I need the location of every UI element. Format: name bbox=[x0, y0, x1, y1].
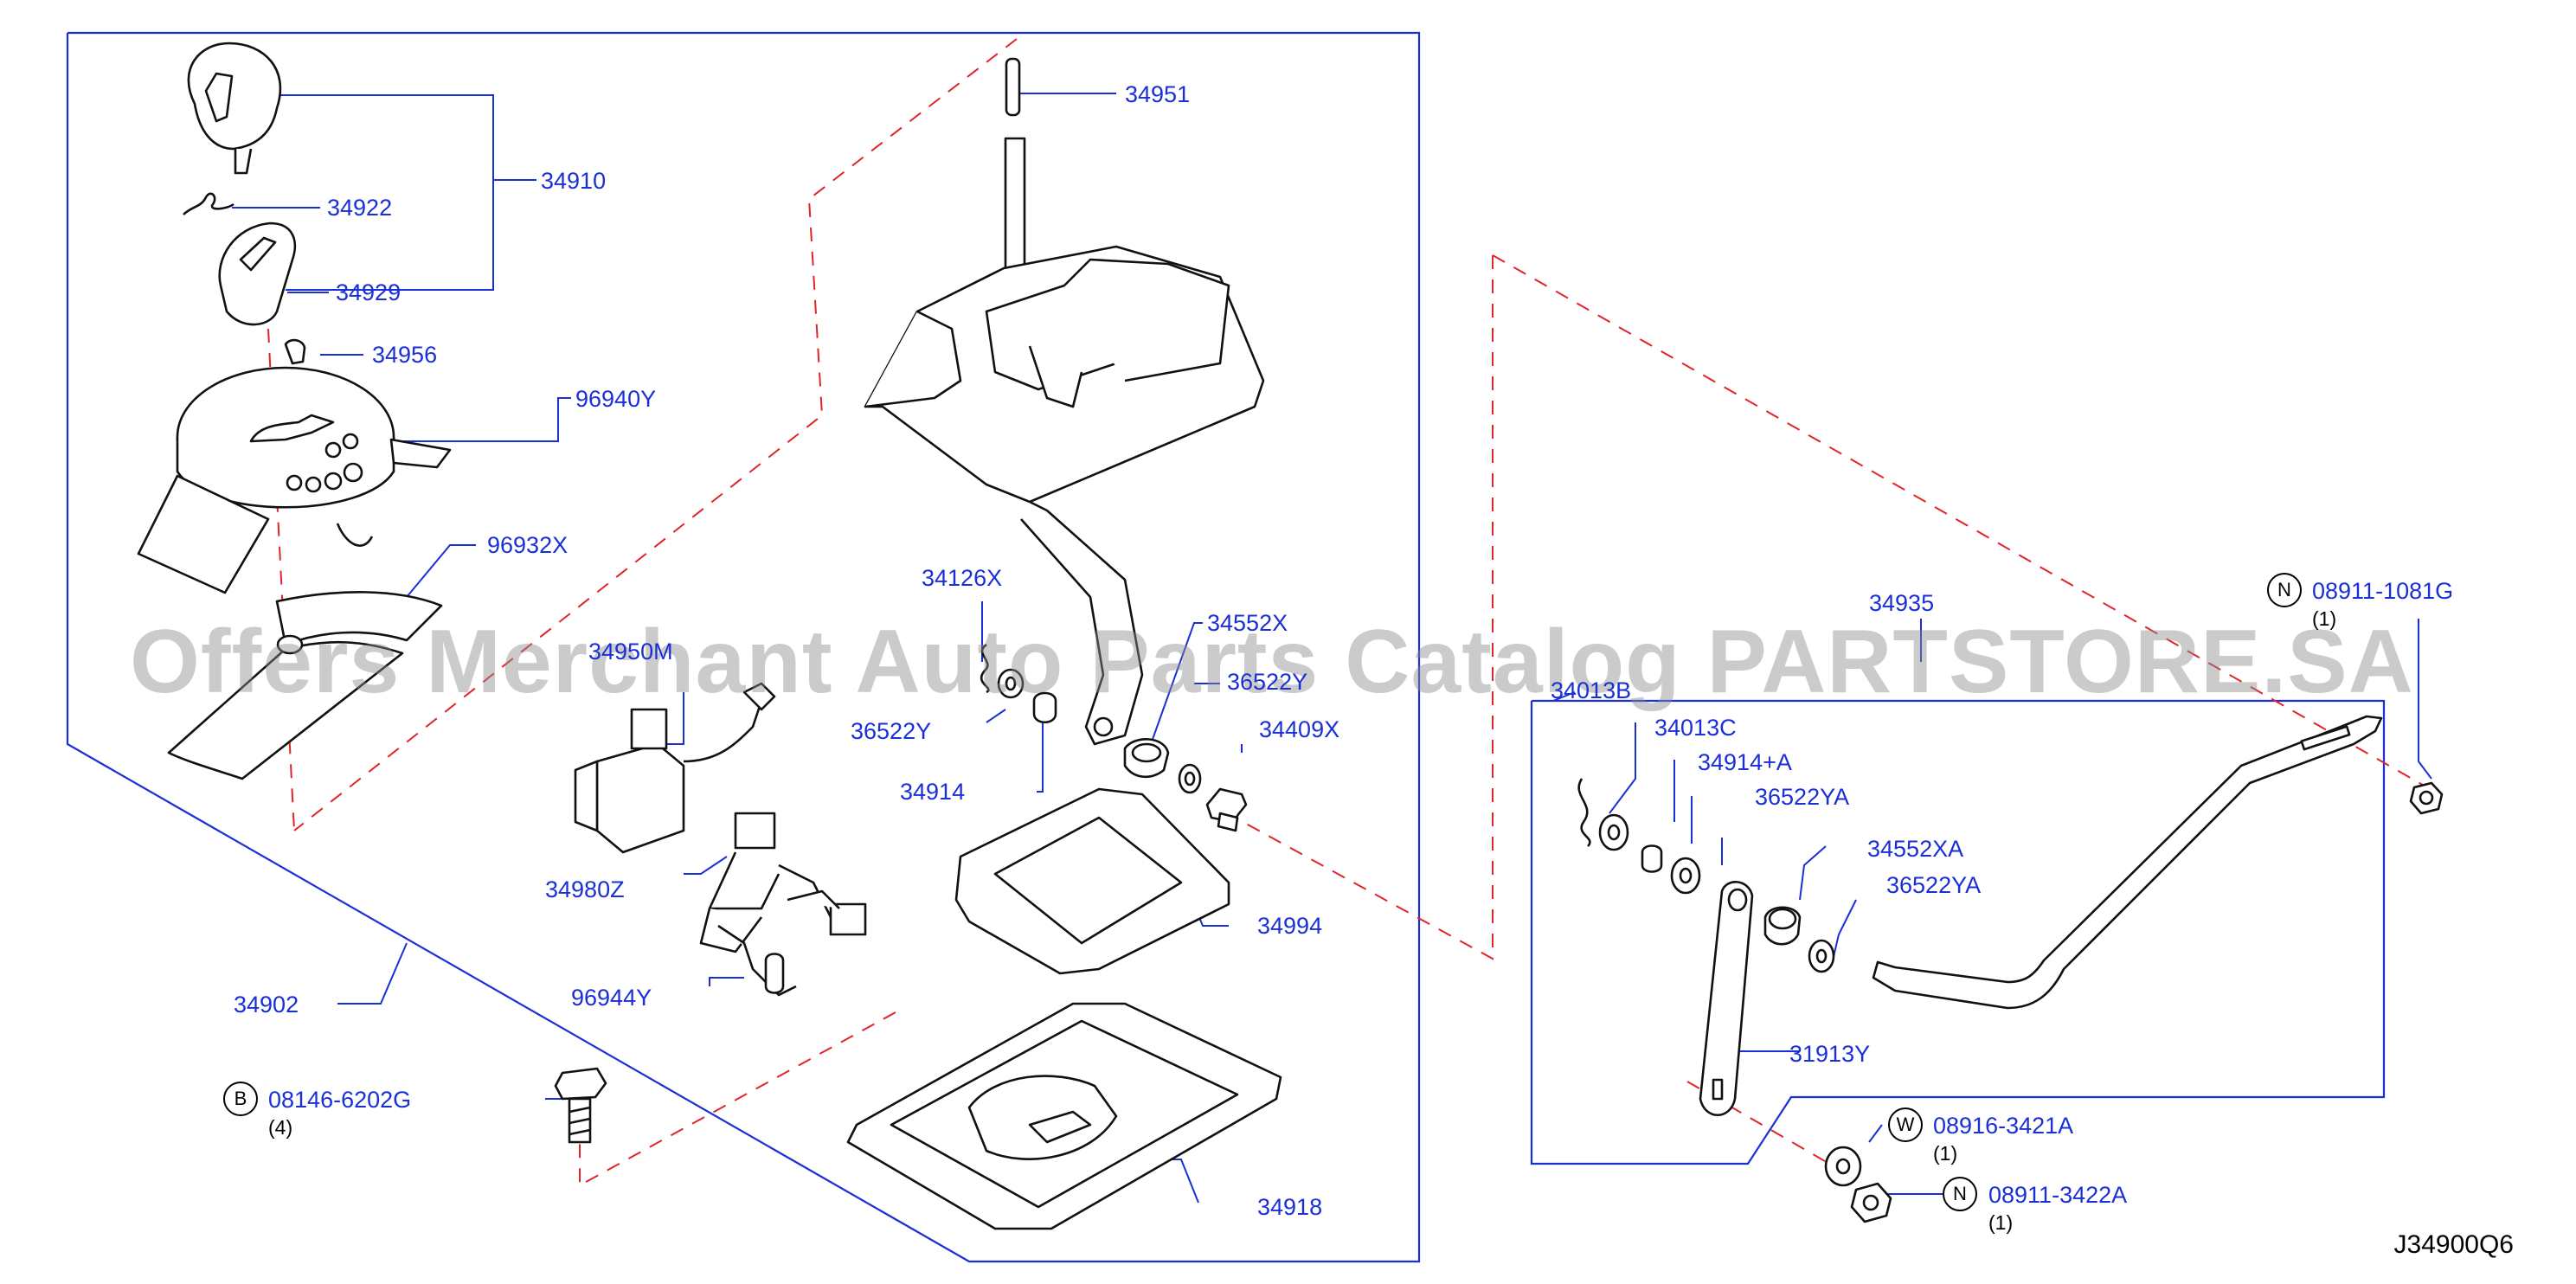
badge-w-08916-3421a: W bbox=[1888, 1107, 1923, 1142]
knob-cover bbox=[218, 221, 297, 326]
label-36522Y-left[interactable]: 36522Y bbox=[851, 718, 932, 744]
label-96944Y[interactable]: 96944Y bbox=[571, 985, 652, 1011]
rod-34935 bbox=[1872, 715, 2383, 1010]
washer-34013C bbox=[1598, 813, 1629, 851]
washer-36522Y-right bbox=[1178, 763, 1202, 794]
washer-36522YA-1 bbox=[1670, 857, 1701, 895]
qty-08146-6202G: (4) bbox=[268, 1116, 293, 1139]
label-34552X[interactable]: 34552X bbox=[1207, 610, 1288, 636]
indicator-panel bbox=[137, 366, 452, 594]
badge-n-08911-3422a: N bbox=[1943, 1177, 1977, 1211]
label-34922[interactable]: 34922 bbox=[327, 195, 393, 221]
label-96940Y[interactable]: 96940Y bbox=[575, 386, 657, 412]
phantom-line-1 bbox=[293, 38, 1018, 831]
leader-lines bbox=[212, 93, 2432, 1204]
label-34902[interactable]: 34902 bbox=[234, 992, 299, 1018]
label-34552XA[interactable]: 34552XA bbox=[1867, 836, 1964, 862]
qty-08916-3421A: (1) bbox=[1933, 1142, 1958, 1165]
shift-knob bbox=[187, 42, 282, 175]
label-36522YA-1[interactable]: 36522YA bbox=[1755, 784, 1850, 810]
badge-b-08146-6202g: B bbox=[223, 1082, 258, 1116]
label-34956[interactable]: 34956 bbox=[372, 342, 438, 368]
label-36522YA-2[interactable]: 36522YA bbox=[1886, 872, 1982, 898]
clip-96944Y bbox=[764, 953, 785, 994]
pin-34951 bbox=[1005, 57, 1021, 117]
harness-34980Z bbox=[699, 812, 867, 997]
badge-n-08911-1081g: N bbox=[2267, 573, 2302, 607]
label-34980Z[interactable]: 34980Z bbox=[545, 876, 625, 902]
nut-08911-3422A bbox=[1850, 1182, 1892, 1223]
lever-31913Y bbox=[1699, 881, 1754, 1116]
label-34914[interactable]: 34914 bbox=[900, 779, 966, 805]
collar-34914 bbox=[1032, 691, 1057, 724]
collar-34914A bbox=[1641, 844, 1663, 873]
phantom-line-4 bbox=[579, 1011, 896, 1187]
label-31913Y[interactable]: 31913Y bbox=[1789, 1041, 1871, 1067]
qty-08911-3422A: (1) bbox=[1988, 1211, 2014, 1234]
phantom-line-2 bbox=[1211, 255, 1494, 960]
label-34126X[interactable]: 34126X bbox=[922, 565, 1003, 591]
phantom-line-3 bbox=[1492, 254, 2428, 788]
bushing-34552X bbox=[1123, 738, 1170, 778]
label-34013C[interactable]: 34013C bbox=[1654, 715, 1737, 741]
finisher-panel bbox=[167, 591, 443, 780]
clip-34126X bbox=[980, 643, 990, 694]
seal-gasket bbox=[954, 787, 1230, 975]
label-34935[interactable]: 34935 bbox=[1869, 590, 1935, 616]
assembly-frame-right bbox=[1530, 699, 2386, 1165]
label-08146-6202G[interactable]: 08146-6202G bbox=[268, 1087, 412, 1113]
label-34950M[interactable]: 34950M bbox=[588, 639, 673, 664]
label-34910[interactable]: 34910 bbox=[541, 168, 607, 194]
pin-34013B bbox=[1577, 778, 1591, 847]
bolt-08146 bbox=[554, 1067, 607, 1144]
assembly-frame-left bbox=[66, 31, 1421, 1263]
nut-08911-1081G bbox=[2409, 781, 2444, 815]
label-08911-1081G[interactable]: 08911-1081G bbox=[2312, 578, 2454, 604]
label-34918[interactable]: 34918 bbox=[1257, 1194, 1323, 1220]
shift-lever-device bbox=[864, 137, 1265, 746]
switch-34950M bbox=[574, 682, 776, 854]
qty-08911-1081G: (1) bbox=[2312, 607, 2337, 630]
clip-34956 bbox=[284, 338, 306, 365]
label-34994[interactable]: 34994 bbox=[1257, 913, 1323, 939]
label-34951[interactable]: 34951 bbox=[1125, 81, 1191, 107]
label-36522Y-right[interactable]: 36522Y bbox=[1227, 669, 1308, 695]
washer-08916 bbox=[1824, 1146, 1862, 1187]
bezel-34918 bbox=[846, 1002, 1282, 1230]
label-08916-3421A[interactable]: 08916-3421A bbox=[1933, 1113, 2074, 1139]
label-34914A[interactable]: 34914+A bbox=[1698, 749, 1792, 775]
bushing-34552XA bbox=[1763, 906, 1802, 946]
label-34929[interactable]: 34929 bbox=[336, 279, 401, 305]
washer-36522YA-2 bbox=[1808, 939, 1835, 973]
diagram-code: J34900Q6 bbox=[2393, 1230, 2514, 1259]
bolt-34409X bbox=[1205, 787, 1248, 832]
clip-34922 bbox=[183, 192, 234, 215]
label-34409X[interactable]: 34409X bbox=[1259, 716, 1340, 742]
label-96932X[interactable]: 96932X bbox=[487, 532, 569, 558]
washer-36522Y-left bbox=[997, 668, 1025, 699]
label-08911-3422A[interactable]: 08911-3422A bbox=[1988, 1182, 2128, 1208]
label-34013B[interactable]: 34013B bbox=[1551, 677, 1632, 703]
